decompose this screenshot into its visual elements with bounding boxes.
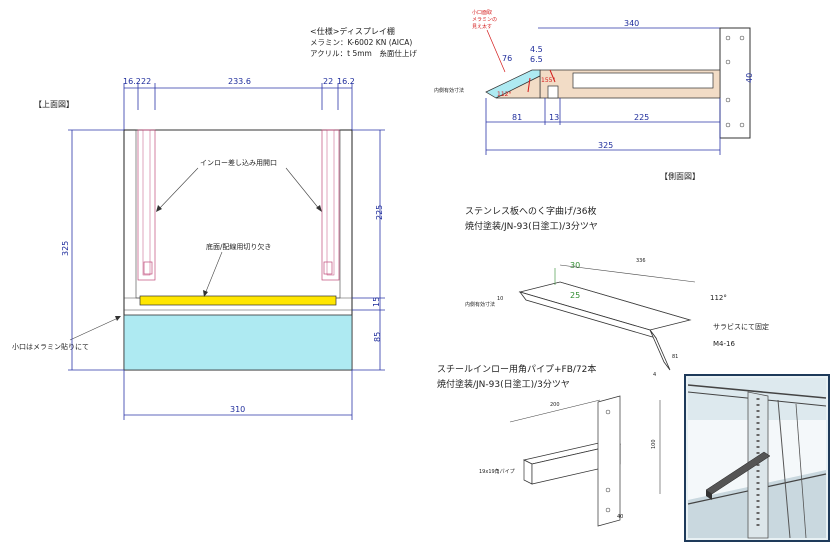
inlo-dim-40: 40 [617, 514, 623, 520]
wiring-notch [139, 295, 337, 306]
dim-40: 40 [745, 73, 754, 83]
dim-310: 310 [230, 405, 245, 414]
dim-340: 340 [624, 19, 639, 28]
dim-22-right: 22 [323, 77, 333, 86]
top-left-dimension: 325 [61, 129, 124, 371]
red-note-line2: メラミンの [472, 17, 497, 23]
label-edge-melamine: 小口はメラミン貼りにて [12, 342, 89, 351]
bracket-dim-25: 25 [570, 291, 580, 300]
dim-225: 225 [375, 205, 384, 220]
dim-325-side: 325 [598, 141, 613, 150]
inlo-dim-200: 200 [550, 402, 560, 408]
top-view-labels: インロー差し込み用開口 底面/配線用切り欠き 小口はメラミン貼りにて [12, 158, 322, 351]
inlo-title-1: スチールインロー用角パイプ+FB/72本 [437, 363, 596, 375]
bracket-angle-112: 112° [710, 294, 727, 302]
top-view-title: 【上面図】 [34, 100, 74, 109]
inlo-pipe-label: 19x19角パイプ [479, 468, 515, 475]
bracket-screw-size: M4-16 [713, 340, 735, 348]
dim-15: 15 [372, 297, 381, 307]
inlo-pipe: スチールインロー用角パイプ+FB/72本 焼付塗装/JN-93(日塗工)/3分ツ… [437, 363, 661, 527]
top-bottom-dimension: 310 [123, 370, 353, 420]
inlo-slot-left [137, 129, 156, 281]
bracket-small-4: 4 [653, 372, 656, 378]
bracket-dim-81: 81 [672, 354, 678, 360]
label-inlo-opening: インロー差し込み用開口 [200, 158, 277, 167]
bracket-title-2: 焼付塗装/JN-93(日塗工)/3分ツヤ [465, 220, 598, 232]
bracket-dim-30: 30 [570, 261, 580, 270]
bracket-screw-note: サラビスにて固定 [713, 322, 769, 331]
spec-acrylic: アクリル：t 5mm 糸面仕上げ [310, 48, 417, 58]
spec-melamine: メラミン：K-6002 KN (AICA) [310, 38, 412, 47]
red-note-line1: 小口面取 [472, 9, 492, 16]
angle-112: 112° [497, 91, 511, 98]
bracket-title-1: ステンレス板へのく字曲げ/36枚 [465, 205, 597, 217]
cabinet-top-view [123, 129, 353, 371]
dim-16-2-left: 16.2 [123, 77, 141, 86]
render-preview [684, 374, 830, 542]
dim-325: 325 [61, 241, 70, 256]
angle-155: 155° [541, 77, 555, 84]
side-small-label: 内側有効寸法 [434, 87, 464, 94]
side-view-title: 【側面図】 [660, 171, 700, 181]
top-right-dimensions: 225 15 85 [352, 129, 385, 371]
bracket-dim-336: 336 [636, 258, 646, 264]
red-note-line3: 見え太す [472, 23, 492, 30]
stainless-bracket: ステンレス板へのく字曲げ/36枚 焼付塗装/JN-93(日塗工)/3分ツヤ 30… [465, 205, 769, 378]
bracket-small-label: 内側有効寸法 [465, 301, 495, 308]
acrylic-front [123, 314, 353, 371]
spec-heading: <仕様>ディスプレイ棚 [310, 26, 395, 36]
dim-85: 85 [373, 332, 382, 342]
dim-76: 76 [502, 54, 512, 63]
inlo-title-2: 焼付塗装/JN-93(日塗工)/3分ツヤ [437, 378, 570, 390]
dim-13: 13 [549, 113, 559, 122]
inlo-dim-100: 100 [651, 439, 657, 449]
top-dimensions: 16.2 22 233.6 22 16.2 [123, 77, 355, 130]
dim-225-side: 225 [634, 113, 649, 122]
bracket-small-10: 10 [497, 296, 503, 302]
inlo-slot-right [321, 129, 340, 281]
dim-6-5: 6.5 [530, 55, 543, 64]
label-wiring-notch: 底面/配線用切り欠き [206, 242, 271, 251]
side-view: 小口面取 メラミンの 見え太す 340 40 76 4.5 6.5 112° 1… [434, 9, 754, 155]
dim-22-left: 22 [141, 77, 151, 86]
dim-233-6: 233.6 [228, 77, 251, 86]
dim-4-5: 4.5 [530, 45, 543, 54]
dim-81: 81 [512, 113, 522, 122]
dim-16-2-right: 16.2 [337, 77, 355, 86]
